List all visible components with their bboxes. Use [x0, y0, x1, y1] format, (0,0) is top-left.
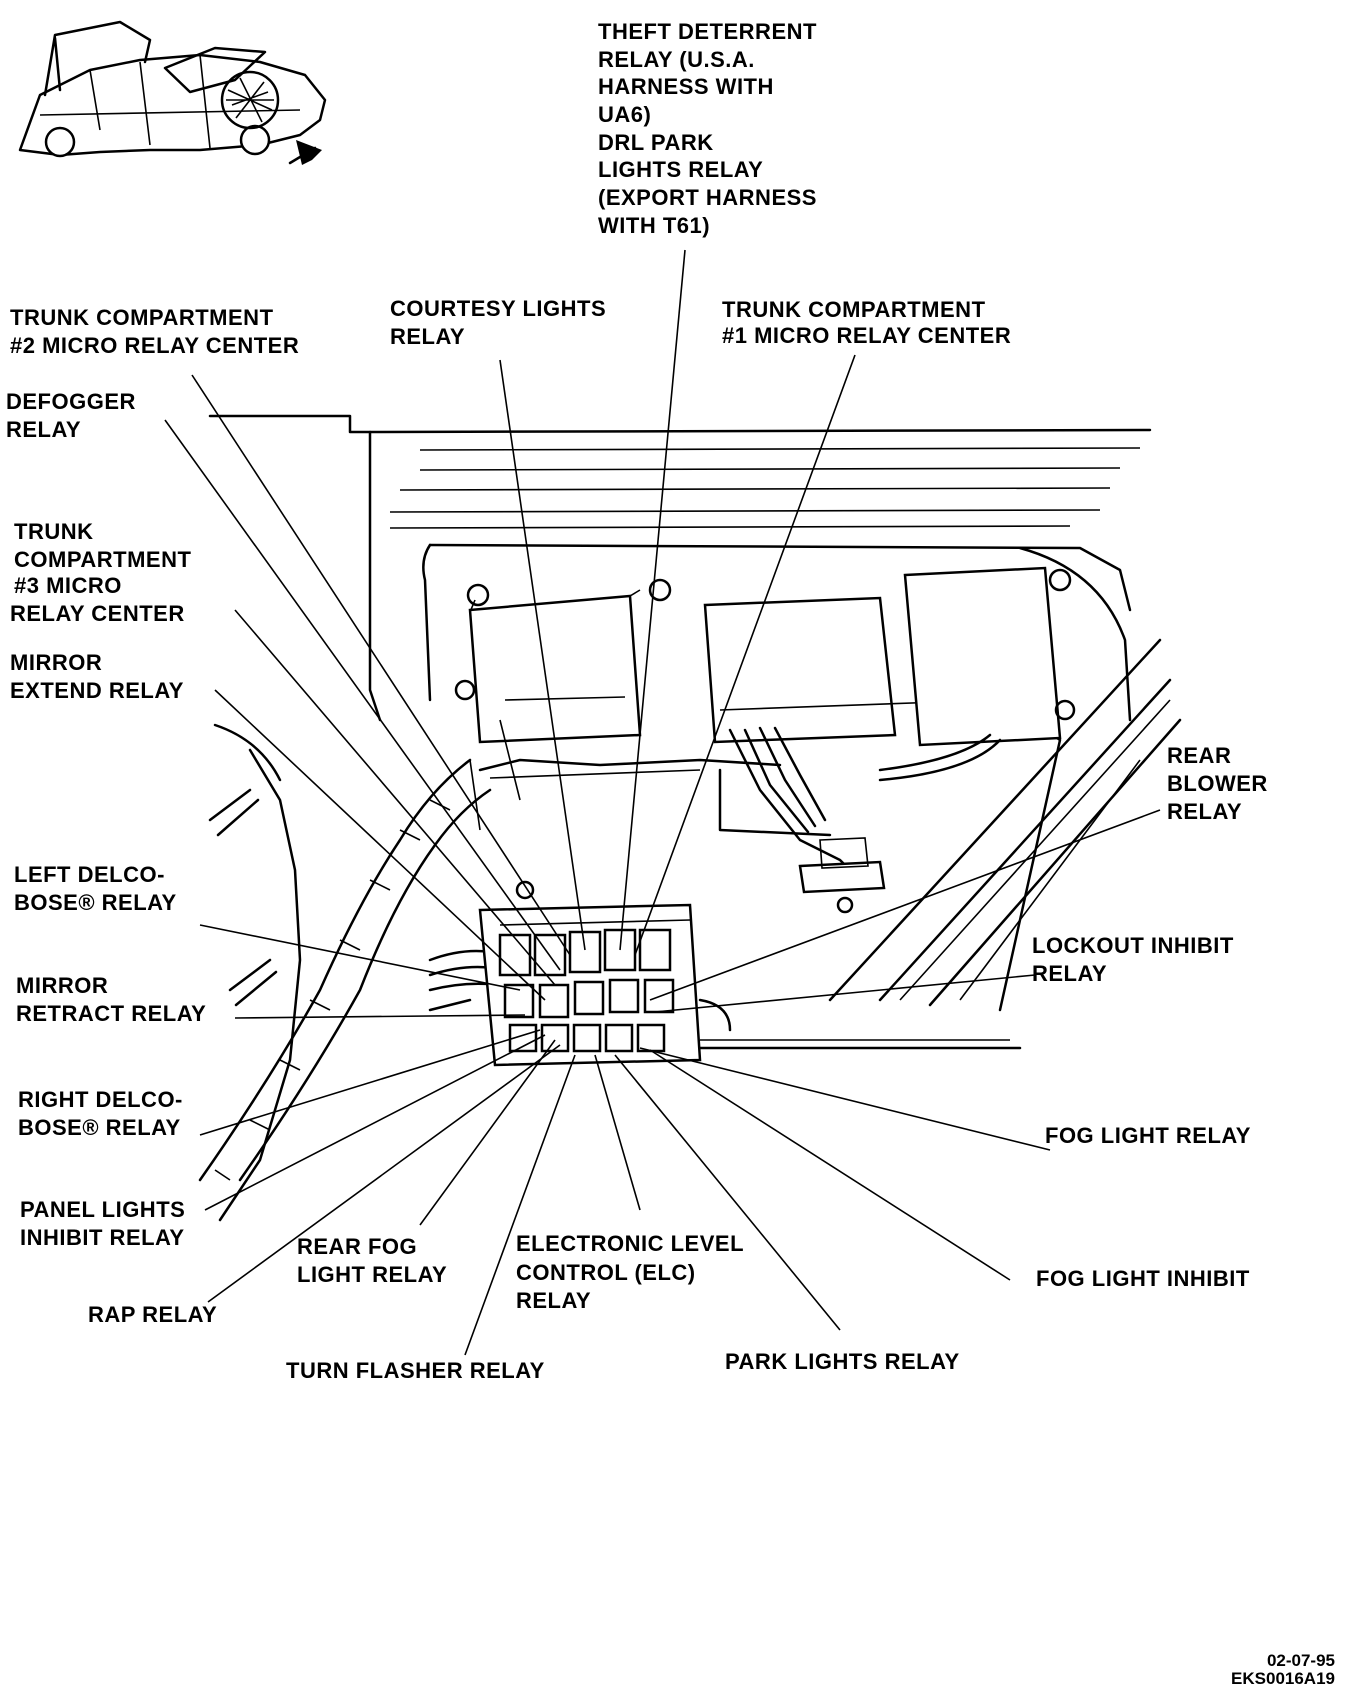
label-defogger-relay: DEFOGGER RELAY	[6, 389, 136, 442]
label-theft-deterrent-drl-relay: THEFT DETERRENT RELAY (U.S.A. HARNESS WI…	[598, 19, 817, 238]
label-line: TRUNK COMPARTMENT	[10, 305, 274, 330]
label-line: RELAY	[1167, 799, 1242, 824]
label-park-lights-relay: PARK LIGHTS RELAY	[725, 1349, 960, 1374]
label-fog-light-inhibit: FOG LIGHT INHIBIT	[1036, 1266, 1250, 1291]
label-line: #3 MICRO	[14, 573, 122, 598]
label-trunk-3-micro-relay-center: TRUNK COMPARTMENT #3 MICRO RELAY CENTER	[10, 519, 191, 626]
label-line: PANEL LIGHTS	[20, 1197, 185, 1222]
label-trunk-1-micro-relay-center: TRUNK COMPARTMENT #1 MICRO RELAY CENTER	[722, 297, 1011, 348]
label-line: TRUNK COMPARTMENT	[722, 297, 986, 322]
wiring-harness	[198, 719, 521, 1182]
label-line: FOG LIGHT RELAY	[1045, 1123, 1251, 1148]
label-line: WITH T61)	[598, 213, 710, 238]
label-mirror-extend-relay: MIRROR EXTEND RELAY	[10, 650, 184, 703]
label-right-delco-bose-relay: RIGHT DELCO- BOSE® RELAY	[18, 1087, 183, 1140]
label-line: RELAY	[390, 324, 465, 349]
figure-date: 02-07-95	[1267, 1651, 1335, 1670]
leader-lines	[164, 249, 1161, 1356]
label-line: EXTEND RELAY	[10, 678, 184, 703]
vehicle-locator-icon	[18, 20, 327, 165]
label-line: COMPARTMENT	[14, 547, 191, 572]
label-line: DEFOGGER	[6, 389, 136, 414]
label-panel-lights-inhibit-relay: PANEL LIGHTS INHIBIT RELAY	[20, 1197, 185, 1250]
label-line: ELECTRONIC LEVEL	[516, 1231, 744, 1256]
label-line: FOG LIGHT INHIBIT	[1036, 1266, 1250, 1291]
label-mirror-retract-relay: MIRROR RETRACT RELAY	[16, 973, 206, 1026]
trunk-structure	[208, 414, 1182, 1222]
label-line: REAR FOG	[297, 1234, 417, 1259]
label-electronic-level-control-relay: ELECTRONIC LEVEL CONTROL (ELC) RELAY	[516, 1231, 744, 1313]
label-trunk-2-micro-relay-center: TRUNK COMPARTMENT #2 MICRO RELAY CENTER	[10, 305, 299, 358]
label-lockout-inhibit-relay: LOCKOUT INHIBIT RELAY	[1032, 933, 1234, 986]
figure-id: EKS0016A19	[1231, 1669, 1335, 1688]
label-fog-light-relay: FOG LIGHT RELAY	[1045, 1123, 1251, 1148]
label-line: RAP RELAY	[88, 1302, 217, 1327]
label-line: LEFT DELCO-	[14, 862, 165, 887]
label-line: RELAY CENTER	[10, 601, 185, 626]
label-line: REAR	[1167, 743, 1231, 768]
label-line: RETRACT RELAY	[16, 1001, 206, 1026]
label-line: MIRROR	[16, 973, 108, 998]
label-line: LOCKOUT INHIBIT	[1032, 933, 1234, 958]
label-line: PARK LIGHTS RELAY	[725, 1349, 960, 1374]
label-line: LIGHTS RELAY	[598, 157, 763, 182]
label-line: BLOWER	[1167, 771, 1268, 796]
label-line: BOSE® RELAY	[14, 890, 177, 915]
label-courtesy-lights-relay: COURTESY LIGHTS RELAY	[390, 296, 606, 349]
label-rap-relay: RAP RELAY	[88, 1302, 217, 1327]
figure-code: 02-07-95 EKS0016A19	[1231, 1651, 1335, 1688]
label-line: RELAY	[1032, 961, 1107, 986]
label-line: LIGHT RELAY	[297, 1262, 447, 1287]
label-rear-fog-light-relay: REAR FOG LIGHT RELAY	[297, 1234, 447, 1287]
label-line: UA6)	[598, 102, 651, 127]
label-line: (EXPORT HARNESS	[598, 185, 817, 210]
label-line: #1 MICRO RELAY CENTER	[722, 323, 1011, 348]
label-line: TRUNK	[14, 519, 94, 544]
label-line: RELAY	[6, 417, 81, 442]
label-line: DRL PARK	[598, 130, 714, 155]
label-line: RELAY (U.S.A.	[598, 47, 755, 72]
label-line: TURN FLASHER RELAY	[286, 1358, 545, 1383]
label-rear-blower-relay: REAR BLOWER RELAY	[1167, 743, 1268, 824]
label-line: CONTROL (ELC)	[516, 1260, 696, 1285]
label-line: THEFT DETERRENT	[598, 19, 817, 44]
label-left-delco-bose-relay: LEFT DELCO- BOSE® RELAY	[14, 862, 177, 915]
label-line: HARNESS WITH	[598, 74, 774, 99]
label-line: BOSE® RELAY	[18, 1115, 181, 1140]
relay-block	[478, 880, 732, 1067]
label-line: #2 MICRO RELAY CENTER	[10, 333, 299, 358]
label-line: MIRROR	[10, 650, 102, 675]
label-line: RIGHT DELCO-	[18, 1087, 183, 1112]
label-turn-flasher-relay: TURN FLASHER RELAY	[286, 1358, 545, 1383]
micro-relay-center-boxes	[454, 566, 1076, 914]
label-line: INHIBIT RELAY	[20, 1225, 185, 1250]
label-line: RELAY	[516, 1288, 591, 1313]
label-line: COURTESY LIGHTS	[390, 296, 606, 321]
